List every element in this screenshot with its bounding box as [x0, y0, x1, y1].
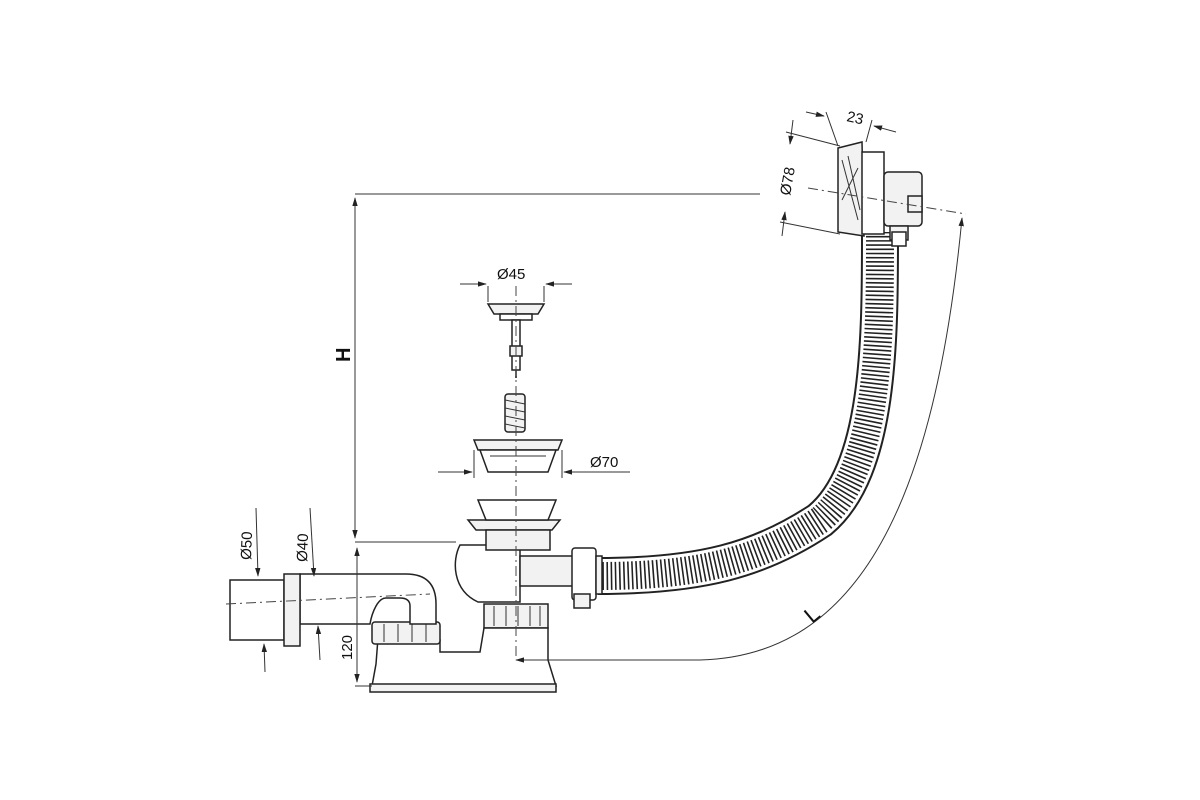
length-label: L: [799, 601, 824, 628]
dimension-height: H: [333, 193, 760, 543]
dimension-drain-diameter: Ø70: [438, 450, 630, 478]
drain-flange: [472, 439, 564, 473]
trap-height-label: 120: [339, 635, 356, 660]
dimension-outlet-outer: Ø50: [238, 507, 267, 673]
flexible-hose: [597, 231, 899, 595]
dimension-trap-height: 120: [339, 547, 372, 687]
drain-body: [369, 499, 603, 693]
dimension-overflow-depth: 23: [805, 108, 897, 147]
dimension-outlet-inner: Ø40: [294, 507, 322, 661]
overflow-diameter-label: Ø78: [777, 166, 799, 197]
overflow-depth-label: 23: [845, 108, 865, 128]
outlet-outer-label: Ø50: [238, 531, 256, 560]
drain-diameter-label: Ø70: [590, 454, 618, 471]
center-lines: [225, 286, 517, 660]
overflow-head: [807, 141, 967, 247]
outlet-pipe: [229, 573, 437, 647]
outlet-inner-label: Ø40: [294, 533, 312, 562]
stopper-diameter-label: Ø45: [497, 266, 525, 283]
dimension-stopper-diameter: Ø45: [460, 266, 572, 302]
stopper: [486, 303, 546, 433]
dimension-overflow-diameter: Ø78: [777, 119, 841, 237]
height-label: H: [333, 348, 355, 362]
